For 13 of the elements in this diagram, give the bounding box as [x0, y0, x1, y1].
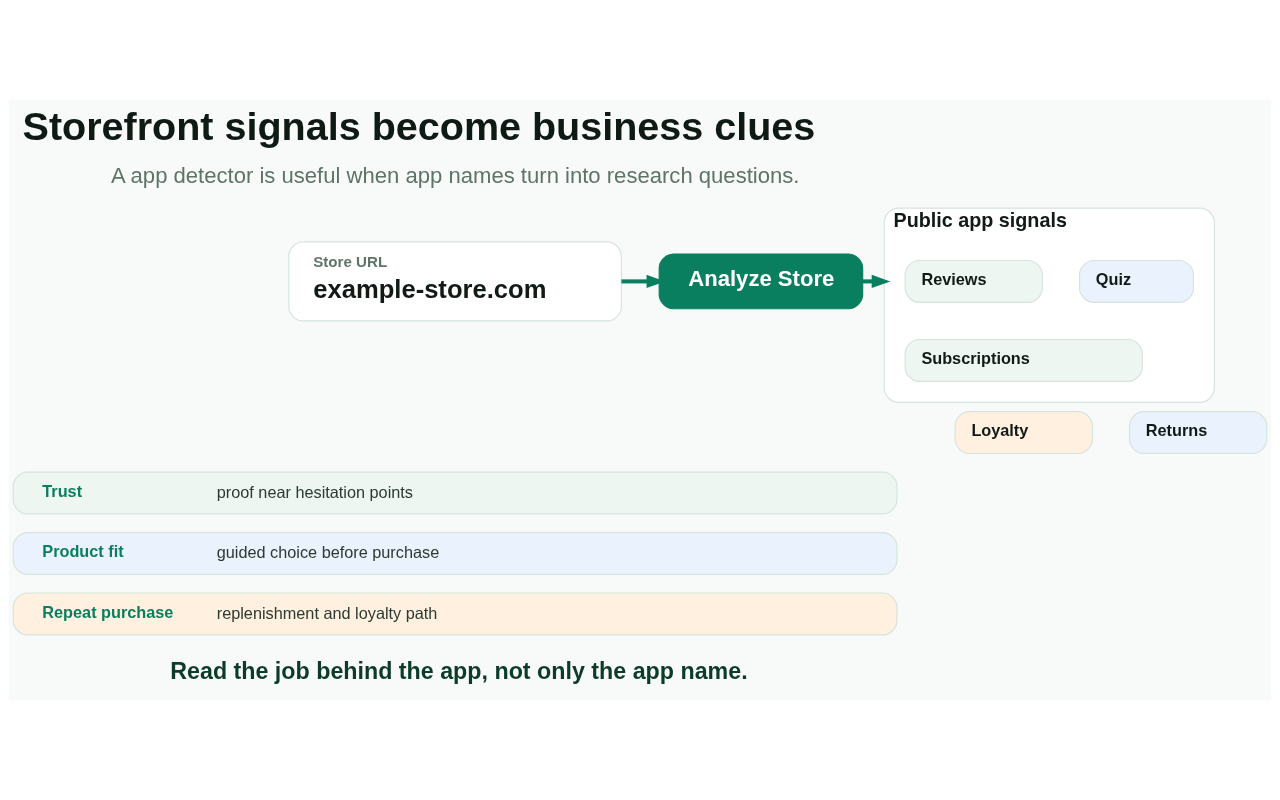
- node-box: Reviews: [904, 259, 1043, 303]
- node-box: Product fit guided choice before purchase: [12, 531, 898, 575]
- node-box: Quiz: [1078, 259, 1195, 303]
- node-box: Returns: [1128, 411, 1268, 455]
- label: A app detector is useful when app names turn into research questions.: [110, 163, 800, 189]
- node-box: Repeat purchase replenishment and loyalty path: [12, 592, 898, 636]
- node-box: Store URL example-store.com: [288, 241, 622, 322]
- node-box: Analyze Store: [658, 253, 864, 310]
- caption: Read the job behind the app, not only the app name.: [170, 658, 748, 685]
- node-box: Subscriptions: [904, 338, 1143, 382]
- diagram-title: Storefront signals become business clues: [22, 103, 816, 148]
- node-box: Loyalty: [954, 411, 1093, 455]
- node-box: Trust proof near hesitation points: [12, 471, 898, 515]
